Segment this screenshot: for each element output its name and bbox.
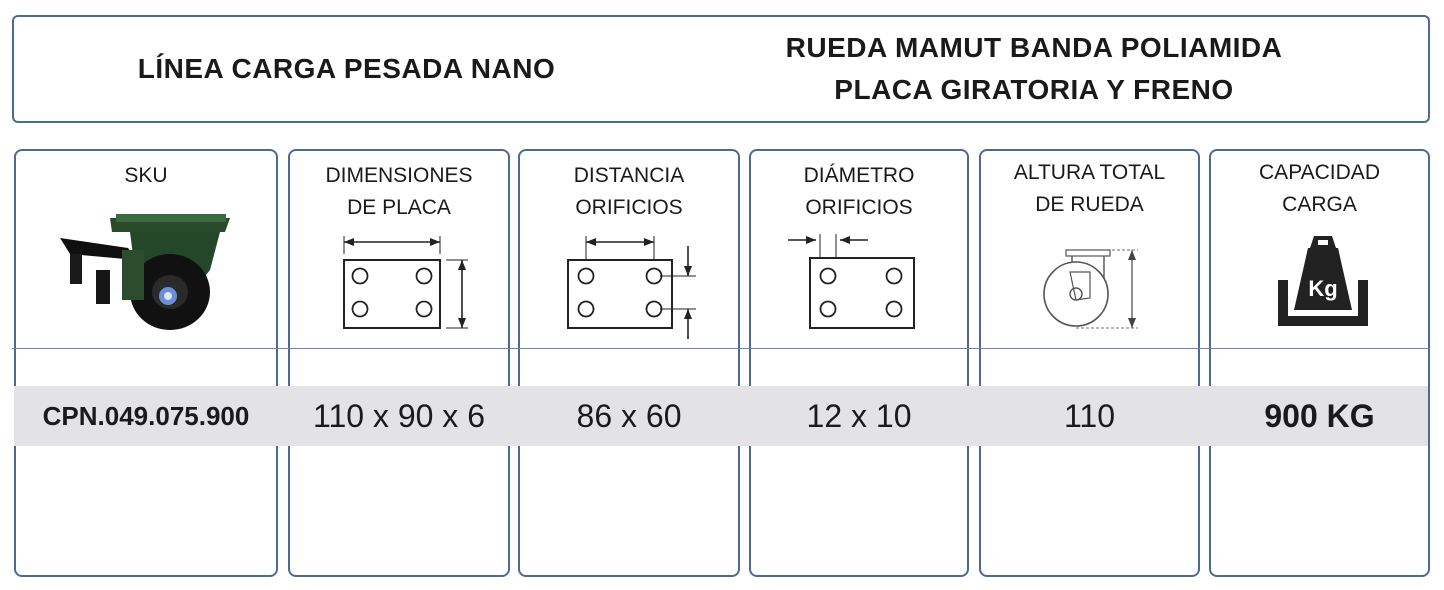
row-divider: [12, 348, 1430, 349]
hole-distance-icon: [567, 236, 696, 339]
card-sku: [14, 149, 278, 577]
card-load-capacity: [1209, 149, 1430, 577]
product-title-line1: RUEDA MAMUT BANDA POLIAMIDA: [785, 32, 1283, 63]
value-plate-dimensions: 110 x 90 x 6: [313, 397, 485, 434]
wheel-height-icon: [1043, 249, 1138, 329]
header-banner: LÍNEA CARGA PESADA NANO RUEDA MAMUT BAND…: [12, 15, 1430, 123]
label-sku: SKU: [124, 164, 168, 187]
hole-diameter-icon: [788, 234, 915, 329]
caster-wheel-photo: [60, 214, 230, 330]
value-hole-diameter: 12 x 10: [806, 397, 912, 434]
card-wheel-height: [979, 149, 1200, 577]
value-hole-distance: 86 x 60: [576, 397, 682, 434]
plate-dimensions-icon: [343, 236, 468, 329]
value-band: [14, 386, 1428, 446]
weight-kg-icon: Kg: [1278, 236, 1368, 326]
card-hole-distance: [518, 149, 740, 577]
value-wheel-height: 110: [1063, 397, 1115, 434]
card-plate-dimensions: [288, 149, 510, 577]
line-title: LÍNEA CARGA PESADA NANO: [137, 53, 556, 84]
product-title-line2: PLACA GIRATORIA Y FRENO: [834, 74, 1234, 105]
product-title: RUEDA MAMUT BANDA POLIAMIDA PLACA GIRATO…: [654, 17, 1414, 121]
value-load-capacity: 900 KG: [1264, 397, 1375, 434]
card-hole-diameter: [749, 149, 969, 577]
weight-kg-text: Kg: [1308, 276, 1337, 301]
value-sku: CPN.049.075.900: [42, 400, 250, 431]
